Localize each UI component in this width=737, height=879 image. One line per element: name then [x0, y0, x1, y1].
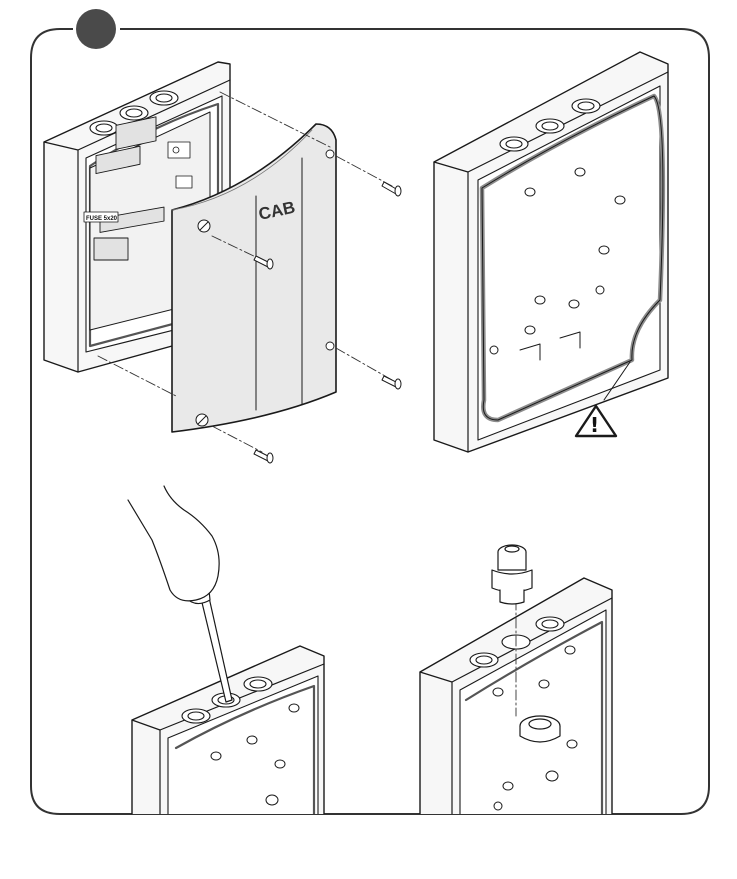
warning-triangle-icon: !	[576, 406, 616, 437]
step-marker	[76, 9, 116, 49]
fuse-label: FUSE 5x20	[86, 216, 118, 222]
screw-icon	[254, 450, 273, 463]
warning-mark: !	[590, 413, 599, 437]
cable-gland-icon	[492, 545, 532, 604]
hand	[128, 486, 219, 601]
lock-nut-icon	[520, 716, 560, 742]
empty-box-with-gasket: !	[434, 52, 668, 452]
control-box-with-cover: FUSE 5x20 CAB	[44, 62, 401, 463]
knockout-removal-box	[128, 486, 324, 879]
screw-icon	[382, 376, 401, 389]
screw-icon	[382, 182, 401, 196]
cable-gland-box	[420, 545, 612, 879]
